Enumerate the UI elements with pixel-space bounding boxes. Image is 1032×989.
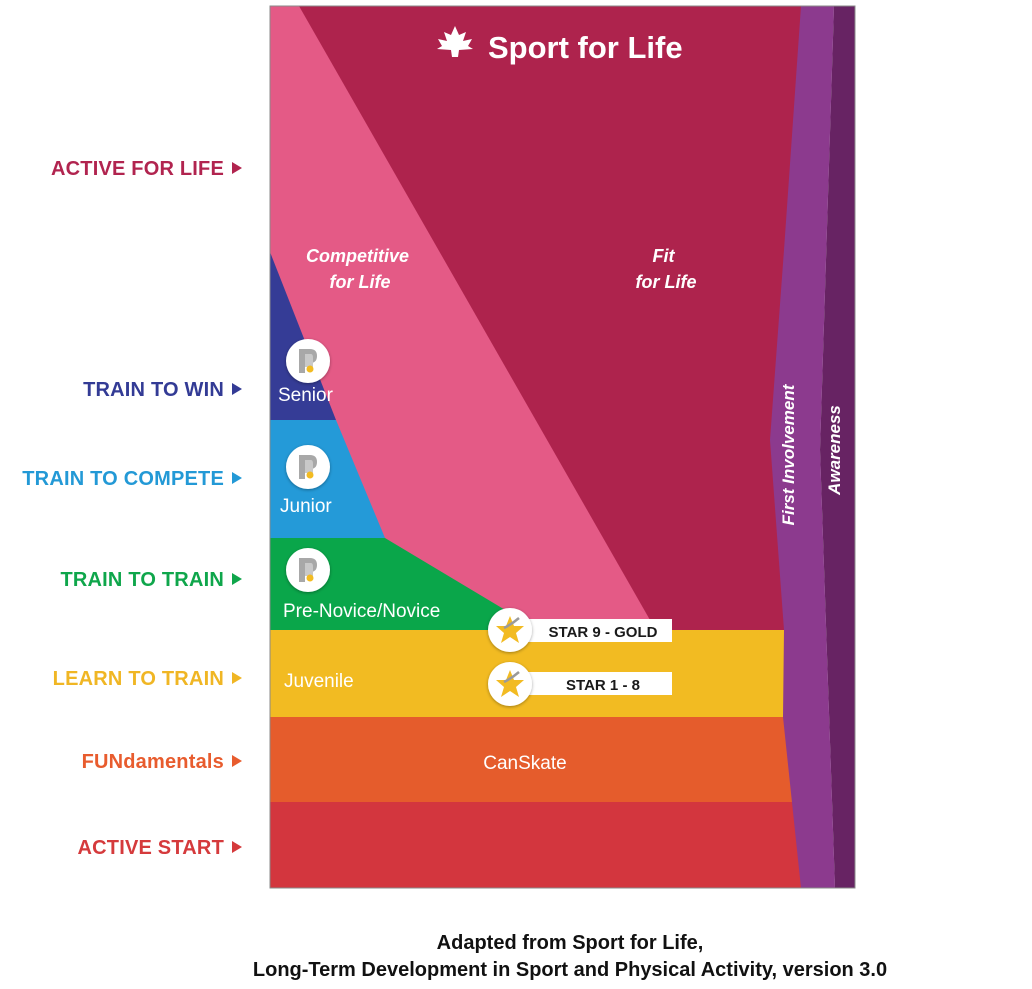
source-caption: Adapted from Sport for Life, Long-Term D… bbox=[150, 930, 990, 984]
arrow-right-icon bbox=[232, 840, 242, 853]
stage-train-to-compete: TRAIN TO COMPETE bbox=[22, 468, 242, 491]
star-skater-icon bbox=[488, 608, 532, 652]
skater-logo-icon bbox=[286, 548, 330, 592]
arrow-right-icon bbox=[232, 572, 242, 585]
arrow-right-icon bbox=[232, 471, 242, 484]
star-skater-icon bbox=[488, 662, 532, 706]
level-pre-novice: Pre-Novice/Novice bbox=[283, 601, 440, 622]
level-junior: Junior bbox=[280, 496, 332, 517]
brand-name: Sport for Life bbox=[488, 30, 683, 65]
stage-fundamentals: FUNdamentals bbox=[82, 751, 242, 774]
stage-active-for-life: ACTIVE FOR LIFE bbox=[51, 158, 242, 181]
skater-logo-icon bbox=[286, 445, 330, 489]
arrow-right-icon bbox=[232, 382, 242, 395]
stage-train-to-win: TRAIN TO WIN bbox=[83, 379, 242, 402]
caption-line-1: Adapted from Sport for Life, bbox=[436, 932, 704, 954]
awareness-label: Awareness bbox=[825, 405, 844, 496]
first-involvement-label: First Involvement bbox=[779, 383, 798, 525]
level-juvenile: Juvenile bbox=[284, 671, 354, 692]
level-senior: Senior bbox=[278, 385, 334, 406]
first-involvement-region bbox=[770, 6, 835, 888]
arrow-right-icon bbox=[232, 754, 242, 767]
competitive-for-life-region bbox=[270, 6, 650, 630]
star-1-8-badge bbox=[520, 672, 672, 695]
awareness-region bbox=[820, 6, 855, 888]
competitive-for-life-label: Competitive for Life bbox=[306, 246, 414, 292]
level-canskate: CanSkate bbox=[483, 753, 566, 774]
stage-learn-to-train: LEARN TO TRAIN bbox=[53, 668, 242, 691]
fit-for-life-label: Fit for Life bbox=[636, 246, 697, 292]
diagram-frame bbox=[269, 5, 856, 889]
stage-active-start: ACTIVE START bbox=[78, 837, 242, 860]
active-start-band bbox=[270, 802, 802, 888]
stage-train-to-train: TRAIN TO TRAIN bbox=[60, 569, 242, 592]
caption-line-2: Long-Term Development in Sport and Physi… bbox=[252, 959, 888, 981]
fundamentals-band bbox=[270, 717, 795, 802]
maple-leaf-icon bbox=[437, 26, 473, 57]
arrow-right-icon bbox=[232, 161, 242, 174]
train-to-train-band bbox=[270, 538, 512, 630]
star-9-badge bbox=[520, 619, 672, 642]
star-1-8-label: STAR 1 - 8 bbox=[566, 677, 640, 694]
arrow-right-icon bbox=[232, 671, 242, 684]
star-9-label: STAR 9 - GOLD bbox=[549, 624, 658, 641]
skater-logo-icon bbox=[286, 339, 330, 383]
